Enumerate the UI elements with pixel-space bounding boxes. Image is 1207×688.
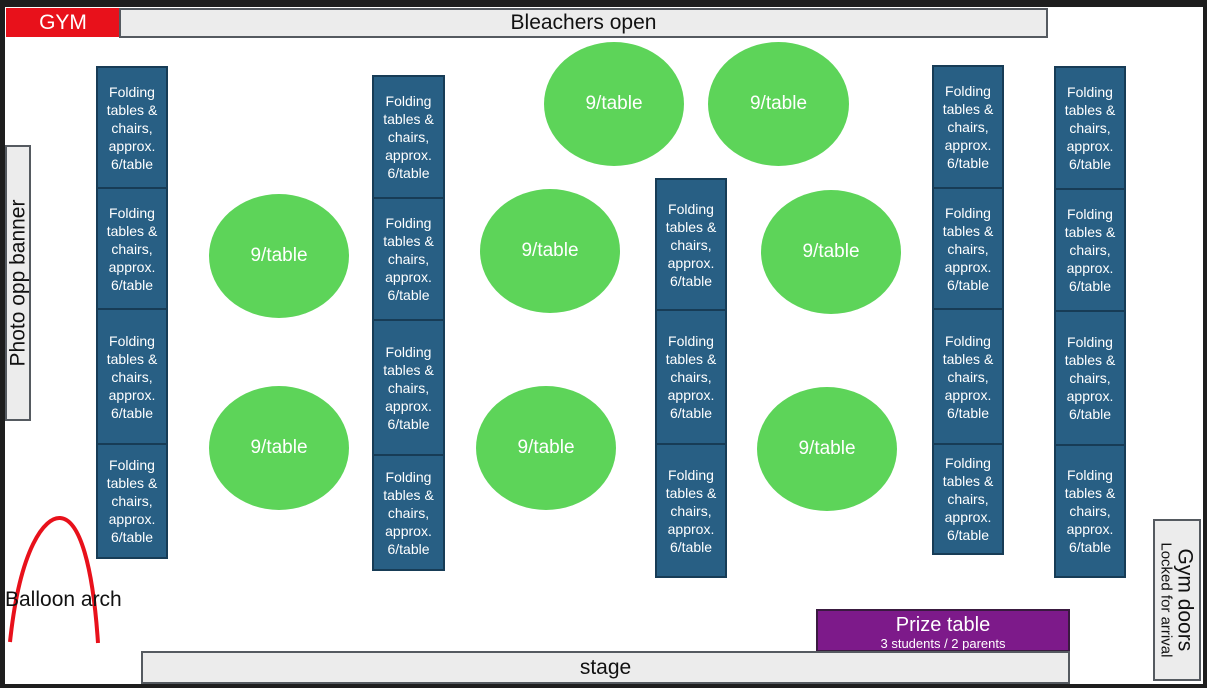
prize-table-label: Prize table xyxy=(895,614,991,636)
photo-banner-label: Photo opp banner xyxy=(6,199,30,367)
folding-table: Folding tables & chairs, approx. 6/table xyxy=(932,65,1004,189)
folding-table: Folding tables & chairs, approx. 6/table xyxy=(372,197,445,321)
balloon-arch-label: Balloon arch xyxy=(5,588,122,611)
folding-table: Folding tables & chairs, approx. 6/table xyxy=(96,308,168,445)
round-table: 9/table xyxy=(544,42,684,166)
gym-doors-text: Gym doors Locked for arrival xyxy=(1157,542,1197,658)
round-table: 9/table xyxy=(761,190,901,314)
gym-doors-area: Gym doors Locked for arrival xyxy=(1153,519,1201,681)
folding-table: Folding tables & chairs, approx. 6/table xyxy=(932,308,1004,445)
folding-table: Folding tables & chairs, approx. 6/table xyxy=(1054,310,1126,446)
round-table: 9/table xyxy=(480,189,620,313)
folding-table: Folding tables & chairs, approx. 6/table xyxy=(96,187,168,310)
floor-plan: GYM Bleachers open Photo opp banner Fold… xyxy=(5,7,1203,684)
balloon-arch-icon xyxy=(8,516,100,644)
folding-table: Folding tables & chairs, approx. 6/table xyxy=(1054,444,1126,578)
round-table: 9/table xyxy=(209,386,349,510)
prize-table-note: 3 students / 2 parents xyxy=(880,636,1006,651)
round-table: 9/table xyxy=(476,386,616,510)
folding-table: Folding tables & chairs, approx. 6/table xyxy=(96,443,168,559)
gym-label: GYM xyxy=(6,8,120,37)
folding-table: Folding tables & chairs, approx. 6/table xyxy=(372,454,445,571)
folding-table: Folding tables & chairs, approx. 6/table xyxy=(1054,188,1126,312)
folding-table: Folding tables & chairs, approx. 6/table xyxy=(932,187,1004,310)
folding-table: Folding tables & chairs, approx. 6/table xyxy=(655,309,727,445)
bleachers-bar: Bleachers open xyxy=(119,8,1048,38)
round-table: 9/table xyxy=(757,387,897,511)
gym-doors-note: Locked for arrival xyxy=(1157,542,1175,658)
folding-table: Folding tables & chairs, approx. 6/table xyxy=(96,66,168,189)
folding-table: Folding tables & chairs, approx. 6/table xyxy=(655,178,727,311)
folding-table: Folding tables & chairs, approx. 6/table xyxy=(372,75,445,199)
photo-banner-area: Photo opp banner xyxy=(5,145,31,421)
folding-table: Folding tables & chairs, approx. 6/table xyxy=(1054,66,1126,190)
round-table: 9/table xyxy=(708,42,849,166)
stage-bar: stage xyxy=(141,651,1070,684)
round-table: 9/table xyxy=(209,194,349,318)
folding-table: Folding tables & chairs, approx. 6/table xyxy=(372,319,445,456)
prize-table: Prize table 3 students / 2 parents xyxy=(816,609,1070,652)
folding-table: Folding tables & chairs, approx. 6/table xyxy=(932,443,1004,555)
gym-doors-label: Gym doors xyxy=(1173,548,1197,652)
folding-table: Folding tables & chairs, approx. 6/table xyxy=(655,443,727,578)
